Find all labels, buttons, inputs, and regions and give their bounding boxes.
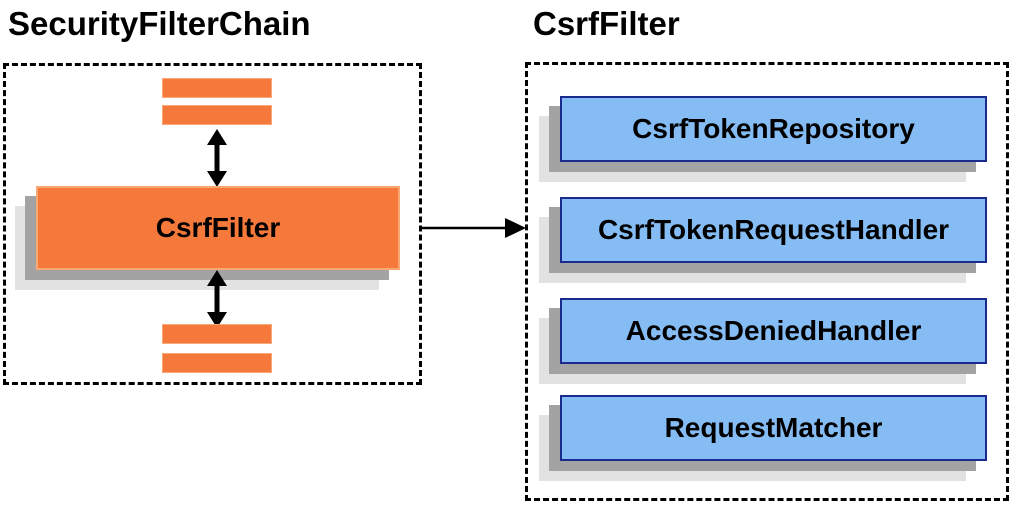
component-box-csrf-token-request-handler: CsrfTokenRequestHandler [539, 197, 987, 283]
csrf-filter-box: CsrfFilter [15, 186, 400, 290]
security-filter-chain-title: SecurityFilterChain [8, 5, 311, 42]
csrf-filter-components-container: CsrfTokenRepository CsrfTokenRequestHand… [525, 62, 1009, 501]
csrf-filter-label: CsrfFilter [36, 186, 400, 270]
component-label: AccessDeniedHandler [560, 298, 987, 364]
csrf-filter-title: CsrfFilter [533, 5, 680, 42]
component-box-access-denied-handler: AccessDeniedHandler [539, 298, 987, 384]
component-box-csrf-token-repository: CsrfTokenRepository [539, 96, 987, 182]
bidirectional-arrow-icon [207, 129, 227, 187]
filter-placeholder-bar [162, 78, 272, 98]
filter-placeholder-bar [162, 353, 272, 373]
flow-arrow-icon [421, 218, 526, 238]
bidirectional-arrow-icon [207, 270, 227, 328]
filter-placeholder-bar [162, 324, 272, 344]
filter-placeholder-bar [162, 105, 272, 125]
component-label: CsrfTokenRequestHandler [560, 197, 987, 263]
component-label: CsrfTokenRepository [560, 96, 987, 162]
component-label: RequestMatcher [560, 395, 987, 461]
component-box-request-matcher: RequestMatcher [539, 395, 987, 481]
security-filter-chain-container: CsrfFilter [3, 63, 422, 385]
